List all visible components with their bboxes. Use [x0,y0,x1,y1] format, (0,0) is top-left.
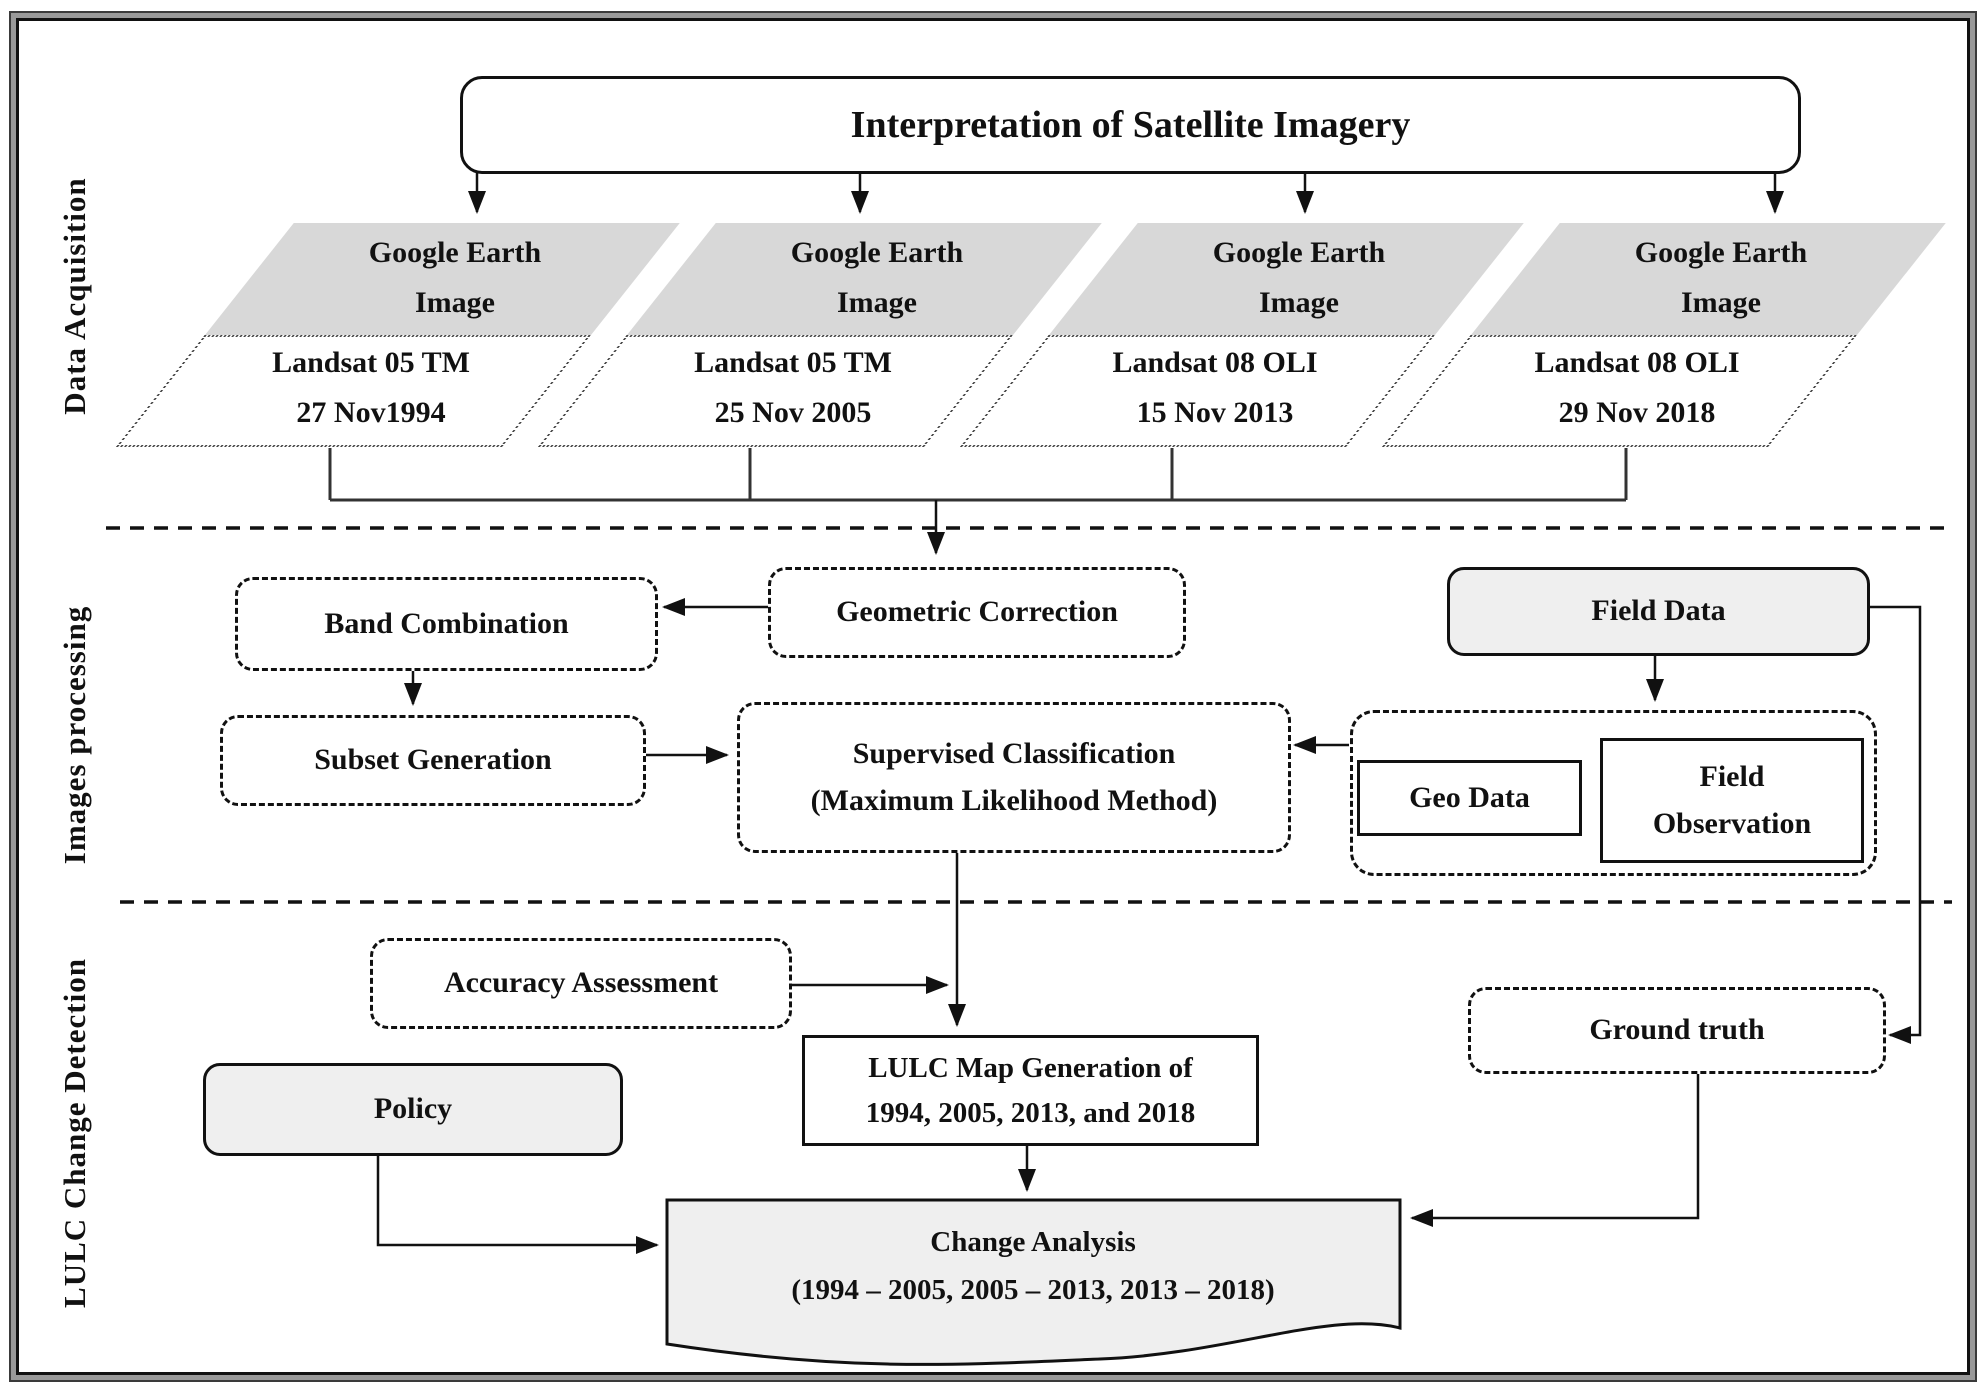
change-analysis-periods: (1994 – 2005, 2005 – 2013, 2013 – 2018) [791,1274,1275,1306]
geo-data-node: Geo Data [1357,760,1582,836]
connector-groundtruth-change [1410,1069,1700,1227]
band-combination-node: Band Combination [235,577,658,671]
ground-truth-node: Ground truth [1468,987,1886,1074]
supervised-classification-node: Supervised Classification (Maximum Likel… [737,702,1291,853]
title-text: Interpretation of Satellite Imagery [850,103,1411,146]
lulc-map-generation-node: LULC Map Generation of 1994, 2005, 2013,… [802,1035,1259,1146]
field-observation-node: Field Observation [1600,738,1864,863]
accuracy-assessment-node: Accuracy Assessment [370,938,792,1029]
change-analysis-title: Change Analysis [930,1226,1136,1258]
policy-node: Policy [203,1063,623,1156]
section-label-data-acquisition: Data Acquisition [57,177,92,415]
outer-frame [16,18,1970,1375]
field-data-node: Field Data [1447,567,1870,656]
connector-bus [328,448,1628,502]
subset-generation-node: Subset Generation [220,715,646,806]
connector-policy-change [376,1151,659,1254]
field-data-group [1350,710,1877,876]
section-label-lulc-change-detection: LULC Change Detection [57,958,92,1308]
title-node: Interpretation of Satellite Imagery [460,76,1801,174]
connector-fielddata-groundtruth [1864,605,1922,1044]
change-analysis-shape [665,1198,1402,1366]
geometric-correction-node: Geometric Correction [768,567,1186,658]
